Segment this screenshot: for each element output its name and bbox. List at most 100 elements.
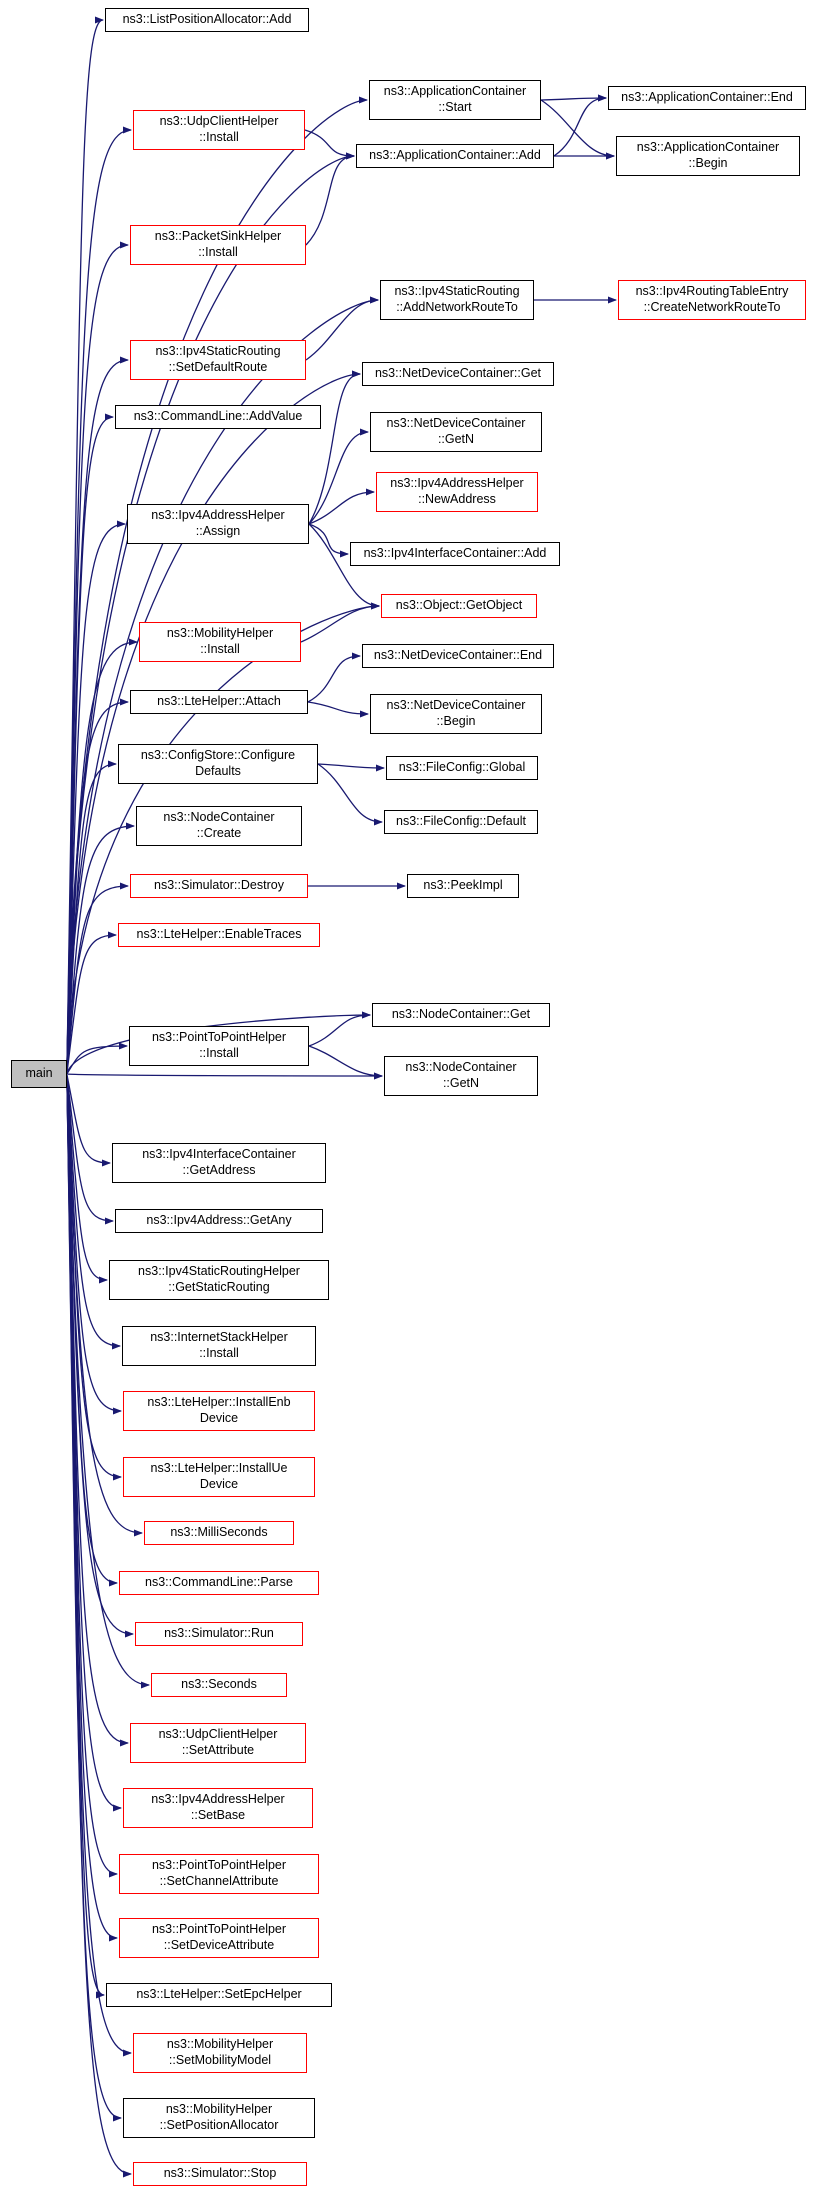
edge-main-app-add: [66, 152, 355, 1064]
node-label: ns3::Object::GetObject: [395, 598, 523, 613]
node-sim-destroy[interactable]: ns3::Simulator::Destroy: [130, 874, 308, 898]
node-peekimpl[interactable]: ns3::PeekImpl: [407, 874, 519, 898]
node-getstaticrouting[interactable]: ns3::Ipv4StaticRoutingHelper ::GetStatic…: [109, 1260, 329, 1300]
node-label: ns3::Ipv4AddressHelper ::SetBase: [151, 1792, 285, 1822]
node-label: ns3::NodeContainer ::GetN: [405, 1060, 517, 1090]
node-label: ns3::LteHelper::Attach: [157, 694, 281, 709]
node-ndc-getn[interactable]: ns3::NetDeviceContainer ::GetN: [370, 412, 542, 452]
node-udp-install[interactable]: ns3::UdpClientHelper ::Install: [133, 110, 305, 150]
node-label: ns3::Simulator::Run: [164, 1626, 274, 1641]
node-sink-install[interactable]: ns3::PacketSinkHelper ::Install: [130, 225, 306, 265]
node-iic-add[interactable]: ns3::Ipv4InterfaceContainer::Add: [350, 542, 560, 566]
node-fc-default[interactable]: ns3::FileConfig::Default: [384, 810, 538, 834]
node-label: ns3::Simulator::Destroy: [154, 878, 284, 893]
node-ndc-end[interactable]: ns3::NetDeviceContainer::End: [362, 644, 554, 668]
node-label: ns3::UdpClientHelper ::Install: [159, 114, 279, 144]
node-label: ns3::Ipv4RoutingTableEntry ::CreateNetwo…: [635, 284, 789, 314]
node-milliseconds[interactable]: ns3::MilliSeconds: [144, 1521, 294, 1545]
node-createnetroute[interactable]: ns3::Ipv4RoutingTableEntry ::CreateNetwo…: [618, 280, 806, 320]
edge-mob-install-getobject: [300, 602, 380, 643]
node-label: ns3::PointToPointHelper ::SetChannelAttr…: [151, 1858, 287, 1888]
node-setdeviceattr[interactable]: ns3::PointToPointHelper ::SetDeviceAttri…: [119, 1918, 319, 1958]
node-fc-global[interactable]: ns3::FileConfig::Global: [386, 756, 538, 780]
node-attach[interactable]: ns3::LteHelper::Attach: [130, 690, 308, 714]
node-cmd-addvalue[interactable]: ns3::CommandLine::AddValue: [115, 405, 321, 429]
node-getany[interactable]: ns3::Ipv4Address::GetAny: [115, 1209, 323, 1233]
node-lpa-add[interactable]: ns3::ListPositionAllocator::Add: [105, 8, 309, 32]
node-setposalloc[interactable]: ns3::MobilityHelper ::SetPositionAllocat…: [123, 2098, 315, 2138]
node-label: ns3::PointToPointHelper ::SetDeviceAttri…: [151, 1922, 287, 1952]
edge-main-attach: [66, 698, 129, 1070]
edge-main-p2p-install: [66, 1042, 128, 1075]
edge-main-getstaticrouting: [66, 1076, 108, 1284]
edge-main-inet-install: [66, 1076, 121, 1350]
node-label: ns3::NodeContainer::Get: [391, 1007, 531, 1022]
node-cfg-defaults[interactable]: ns3::ConfigStore::Configure Defaults: [118, 744, 318, 784]
node-label: ns3::FileConfig::Global: [398, 760, 526, 775]
node-mob-install[interactable]: ns3::MobilityHelper ::Install: [139, 622, 301, 662]
node-app-add[interactable]: ns3::ApplicationContainer::Add: [356, 144, 554, 168]
node-app-begin[interactable]: ns3::ApplicationContainer ::Begin: [616, 136, 800, 176]
edge-setdefroute-addnetroute: [305, 296, 379, 361]
node-assign[interactable]: ns3::Ipv4AddressHelper ::Assign: [127, 504, 309, 544]
node-udp-setattr[interactable]: ns3::UdpClientHelper ::SetAttribute: [130, 1723, 306, 1763]
node-label: ns3::Ipv4StaticRouting ::SetDefaultRoute: [155, 344, 281, 374]
node-label: ns3::NetDeviceContainer::Get: [374, 366, 542, 381]
node-enabletraces[interactable]: ns3::LteHelper::EnableTraces: [118, 923, 320, 947]
node-label: ns3::UdpClientHelper ::SetAttribute: [158, 1727, 278, 1757]
node-addnetroute[interactable]: ns3::Ipv4StaticRouting ::AddNetworkRoute…: [380, 280, 534, 320]
node-iic-getaddress[interactable]: ns3::Ipv4InterfaceContainer ::GetAddress: [112, 1143, 326, 1183]
edge-p2p-install-nc-getn: [308, 1045, 383, 1080]
node-label: ns3::NodeContainer ::Create: [163, 810, 275, 840]
node-ndc-begin[interactable]: ns3::NetDeviceContainer ::Begin: [370, 694, 542, 734]
node-label: ns3::Ipv4InterfaceContainer ::GetAddress: [142, 1147, 296, 1177]
edge-main-ndc-get: [66, 370, 361, 1067]
edge-assign-ndc-get: [308, 370, 361, 525]
node-label: ns3::CommandLine::AddValue: [133, 409, 303, 424]
node-setepchelper[interactable]: ns3::LteHelper::SetEpcHelper: [106, 1983, 332, 2007]
node-setdefroute[interactable]: ns3::Ipv4StaticRouting ::SetDefaultRoute: [130, 340, 306, 380]
node-label: ns3::LteHelper::SetEpcHelper: [136, 1987, 302, 2002]
node-setbase[interactable]: ns3::Ipv4AddressHelper ::SetBase: [123, 1788, 313, 1828]
node-nc-getn[interactable]: ns3::NodeContainer ::GetN: [384, 1056, 538, 1096]
node-sim-run[interactable]: ns3::Simulator::Run: [135, 1622, 303, 1646]
edge-main-addnetroute: [66, 296, 379, 1066]
node-sim-stop[interactable]: ns3::Simulator::Stop: [133, 2162, 307, 2186]
node-label: ns3::Ipv4Address::GetAny: [146, 1213, 292, 1228]
node-label: ns3::Simulator::Stop: [163, 2166, 277, 2181]
node-nc-get[interactable]: ns3::NodeContainer::Get: [372, 1003, 550, 1027]
node-getobject[interactable]: ns3::Object::GetObject: [381, 594, 537, 618]
edge-main-lpa-add: [66, 16, 104, 1064]
node-label: ns3::CommandLine::Parse: [145, 1575, 293, 1590]
node-p2p-install[interactable]: ns3::PointToPointHelper ::Install: [129, 1026, 309, 1066]
edge-main-enabletraces: [66, 931, 117, 1073]
node-label: ns3::LteHelper::InstallUe Device: [150, 1461, 288, 1491]
node-nc-create[interactable]: ns3::NodeContainer ::Create: [136, 806, 302, 846]
node-inet-install[interactable]: ns3::InternetStackHelper ::Install: [122, 1326, 316, 1366]
node-setmobilitymodel[interactable]: ns3::MobilityHelper ::SetMobilityModel: [133, 2033, 307, 2073]
node-seconds[interactable]: ns3::Seconds: [151, 1673, 287, 1697]
edge-cfg-defaults-fc-global: [317, 763, 385, 772]
node-label: ns3::Ipv4InterfaceContainer::Add: [363, 546, 547, 561]
edge-main-assign: [66, 520, 126, 1068]
node-newaddress[interactable]: ns3::Ipv4AddressHelper ::NewAddress: [376, 472, 538, 512]
edge-app-add-app-end: [553, 94, 607, 157]
edge-main-installenb: [66, 1077, 122, 1415]
node-label: ns3::FileConfig::Default: [396, 814, 526, 829]
node-cmd-parse[interactable]: ns3::CommandLine::Parse: [119, 1571, 319, 1595]
node-label: ns3::Seconds: [181, 1677, 257, 1692]
node-label: ns3::MobilityHelper ::SetMobilityModel: [166, 2037, 274, 2067]
node-app-end[interactable]: ns3::ApplicationContainer::End: [608, 86, 806, 110]
node-installenb[interactable]: ns3::LteHelper::InstallEnb Device: [123, 1391, 315, 1431]
edge-main-seconds: [66, 1080, 150, 1689]
edge-main-nc-create: [66, 822, 135, 1072]
edge-sink-install-app-add: [305, 152, 355, 246]
node-setchannelattr[interactable]: ns3::PointToPointHelper ::SetChannelAttr…: [119, 1854, 319, 1894]
node-app-start[interactable]: ns3::ApplicationContainer ::Start: [369, 80, 541, 120]
node-ndc-get[interactable]: ns3::NetDeviceContainer::Get: [362, 362, 554, 386]
edge-main-getany: [66, 1075, 114, 1225]
node-installue[interactable]: ns3::LteHelper::InstallUe Device: [123, 1457, 315, 1497]
edge-main-nc-getn: [66, 1072, 383, 1080]
